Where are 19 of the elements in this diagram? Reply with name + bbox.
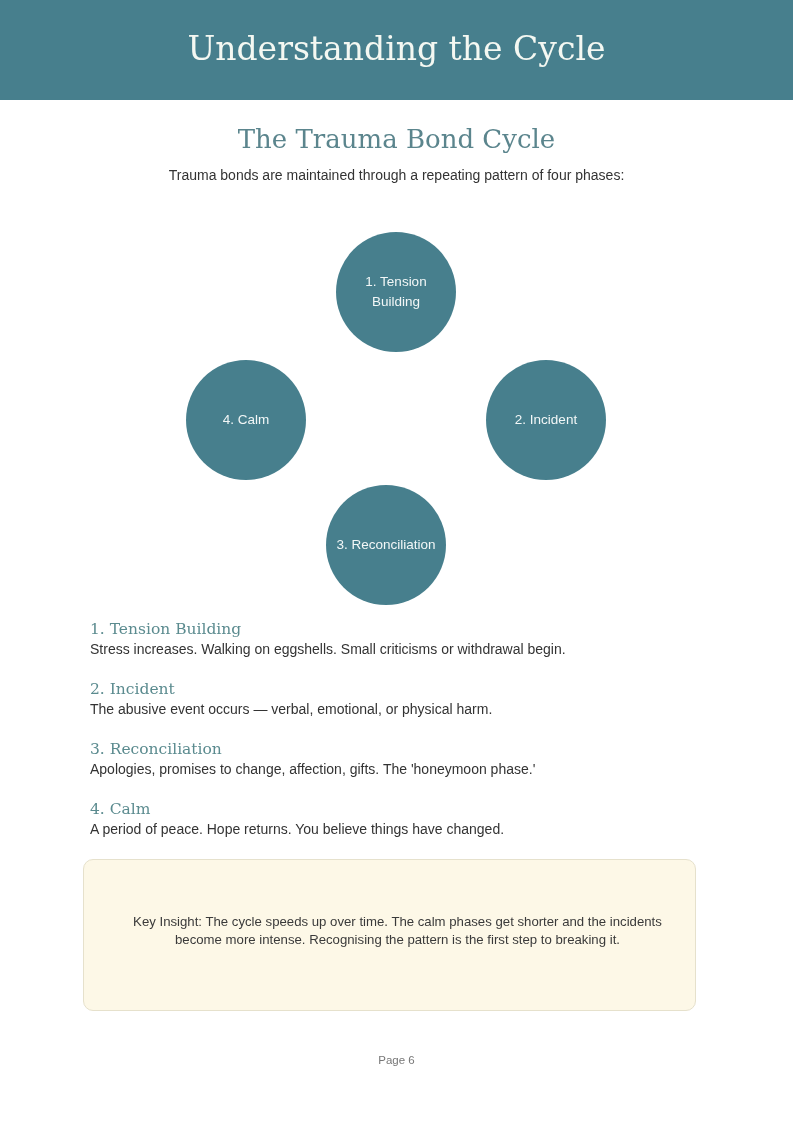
phase-label: 1. Tension Building [364, 273, 428, 311]
phase-description: A period of peace. Hope returns. You believe things have changed. [90, 820, 506, 838]
phase-heading: 2. Incident [90, 679, 176, 700]
phase-description: Stress increases. Walking on eggshells. Small criticisms or withdrawal begin. [90, 640, 567, 658]
phase-heading: 4. Calm [90, 799, 152, 820]
page-number: Page 6 [377, 1053, 416, 1068]
insight-text: Key Insight: The cycle speeds up over time. The calm phases get shorter and the incidents become more intense. Recognising the pattern is the first step to breaking it. [132, 913, 663, 949]
phase-label: 4. Calm [222, 411, 270, 429]
phase-heading: 1. Tension Building [90, 619, 243, 640]
page-heading: Understanding the Cycle [187, 30, 606, 70]
section-title: The Trauma Bond Cycle [236, 123, 557, 156]
insight-card [83, 859, 696, 1011]
phase-label: 3. Reconciliation [336, 536, 436, 554]
intro-text: Trauma bonds are maintained through a repeating pattern of four phases: [167, 166, 626, 184]
phase-label: 2. Incident [514, 411, 578, 429]
phase-heading: 3. Reconciliation [90, 739, 223, 760]
header-band [0, 0, 793, 100]
phase-description: The abusive event occurs — verbal, emotional, or physical harm. [90, 700, 494, 718]
phase-description: Apologies, promises to change, affection, gifts. The 'honeymoon phase.' [90, 760, 537, 778]
